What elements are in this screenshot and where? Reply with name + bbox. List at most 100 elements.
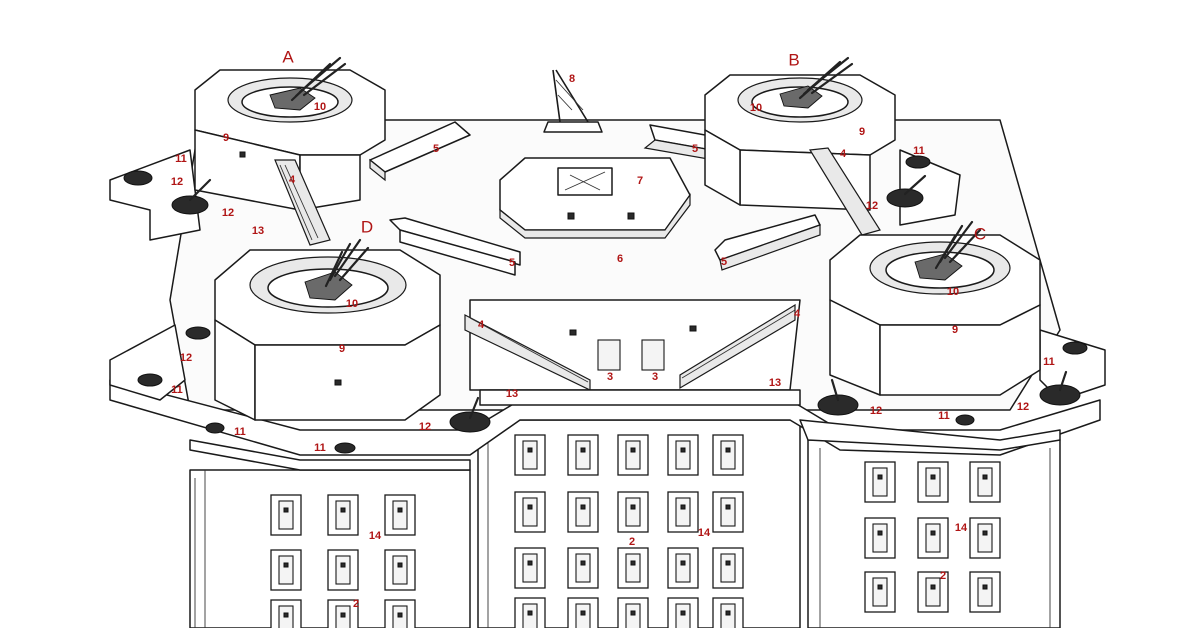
window-shutter [720,497,736,527]
central-stair-structure [464,299,801,406]
shutter-slot [397,562,403,568]
callout-gallery-2: 13 [506,388,518,400]
shutter-slot [397,612,403,618]
window-shutter [392,555,408,585]
shutter-slot [680,560,686,566]
tower-letter-labels: A B C D [282,47,986,243]
callout-gun-pit-b: 10 [750,102,762,114]
control-post [499,157,691,239]
window-shutter [335,555,351,585]
callout-flak-pit-6: 12 [870,405,882,417]
shutter-slot [527,610,533,616]
shutter-slot [877,474,883,480]
callout-flak-pit-7: 12 [1017,401,1029,413]
callout-bunker-3: 5 [509,257,515,269]
shutter-slot [877,530,883,536]
tower-label-d: D [361,217,373,236]
shutter-slot [283,612,289,618]
shutter-slot [630,504,636,510]
window-shutter [925,523,941,553]
window-shutter [720,603,736,628]
callout-floor-3: 2 [940,570,946,582]
callout-crane: 8 [569,73,575,85]
callout-ramp-1: 4 [289,174,296,186]
callout-flak-pit-3: 12 [866,200,878,212]
callout-flak-pit-2: 12 [222,207,234,219]
shutter-slot [630,610,636,616]
callout-floor-1: 2 [629,536,635,548]
callout-light-flak-3: 11 [171,384,183,396]
window-shutter [335,500,351,530]
shutter-slot [340,562,346,568]
light-flak-emplacements [123,155,1088,454]
window-shutter [872,577,888,607]
gun-tower-b [704,56,896,236]
window-shutter [675,603,691,628]
window-shutter [675,440,691,470]
window-shutter [625,603,641,628]
gun-tower-a [194,56,386,246]
window-shutter [278,555,294,585]
window-grid [270,434,1001,628]
window-shutter [278,500,294,530]
callout-gallery-1: 13 [252,225,264,237]
shutter-slot [283,562,289,568]
callout-ramp-3: 4 [478,319,485,331]
shutter-slot [680,447,686,453]
callout-flak-pit-5: 12 [419,421,431,433]
shutter-slot [580,610,586,616]
callout-flak-pit-1: 12 [171,176,183,188]
window-shutter [872,523,888,553]
callout-door-1: 3 [607,371,613,383]
window-shutter [675,553,691,583]
window-shutter [575,497,591,527]
window-shutter [925,577,941,607]
callout-flak-pit-4: 12 [180,352,192,364]
callout-bunker-1: 5 [433,143,439,155]
window-shutter [977,523,993,553]
window-shutter [522,603,538,628]
shutter-slot [930,530,936,536]
callout-light-flak-4: 11 [234,426,246,438]
tower-label-a: A [282,47,294,66]
shutter-slot [680,504,686,510]
callout-bunker-2: 5 [692,143,698,155]
window-shutter [625,553,641,583]
callout-light-flak-6: 11 [938,410,950,422]
callout-ramp-4: 4 [794,308,801,320]
callout-gun-pit-a: 10 [314,101,326,113]
gun-tower-c [829,220,1041,396]
callout-control-post: 7 [637,175,643,187]
callout-tower-d: 9 [339,343,345,355]
window-shutter [720,440,736,470]
window-shutter [392,500,408,530]
window-shutter [625,497,641,527]
window-shutter [977,577,993,607]
callout-light-flak-1: 11 [175,153,187,165]
shutter-slot [630,560,636,566]
callout-shutter-2: 14 [698,527,711,539]
shutter-slot [527,560,533,566]
shutter-slot [527,447,533,453]
shutter-slot [527,504,533,510]
window-shutter [625,440,641,470]
callout-light-flak-7: 11 [1043,356,1055,368]
callout-floor-2: 2 [353,598,359,610]
shutter-slot [580,504,586,510]
callout-shutter-1: 14 [369,530,382,542]
window-shutter [925,467,941,497]
window-shutter [675,497,691,527]
shutter-slot [680,610,686,616]
window-shutter [522,497,538,527]
window-shutter [575,603,591,628]
callout-door-2: 3 [652,371,658,383]
shutter-slot [725,610,731,616]
window-shutter [720,553,736,583]
window-shutter [522,553,538,583]
shutter-slot [580,447,586,453]
callout-tower-c: 9 [952,324,958,336]
callout-light-flak-5: 11 [314,442,326,454]
callout-shutter-3: 14 [955,522,968,534]
shutter-slot [930,474,936,480]
callout-gun-pit-d: 10 [346,298,358,310]
